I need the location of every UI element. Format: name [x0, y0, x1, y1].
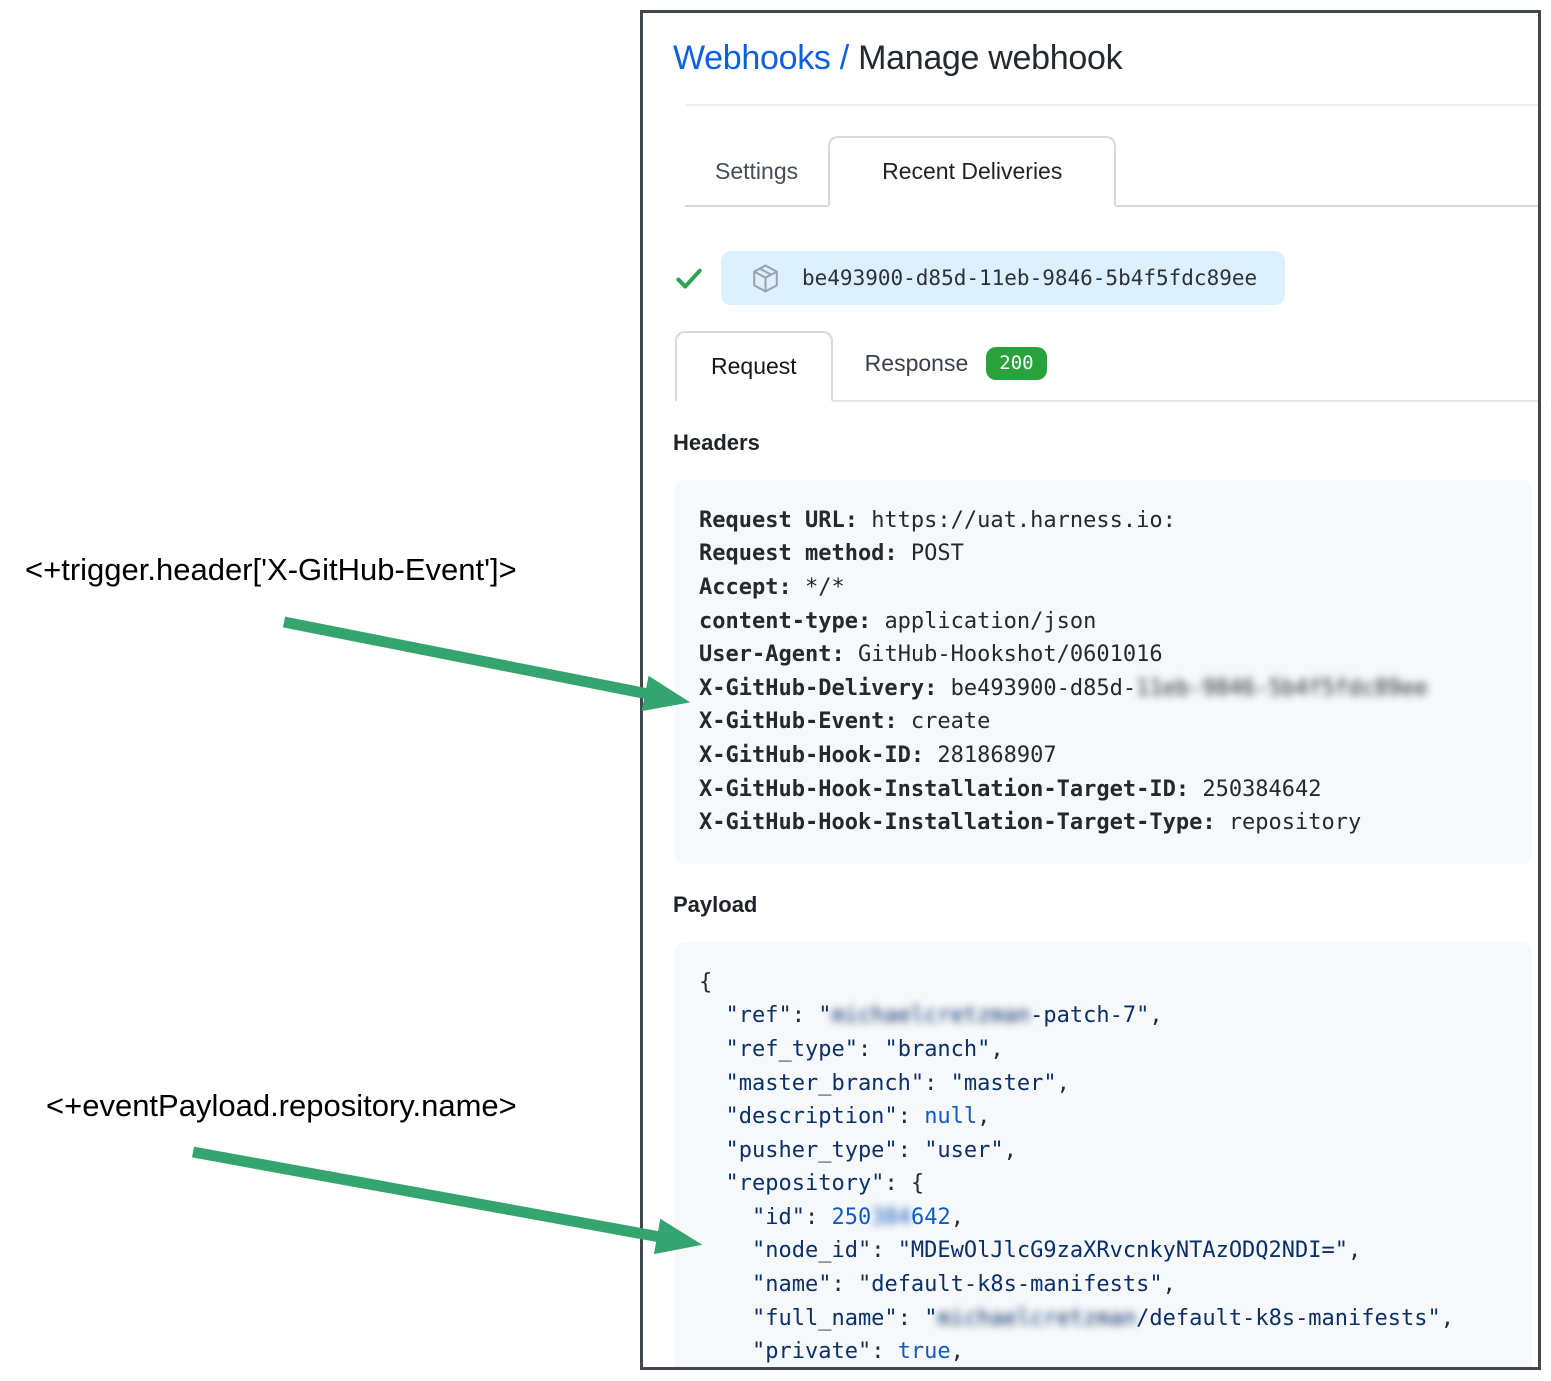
main-tabs: Settings Recent Deliveries: [685, 136, 1538, 207]
payload-line: {: [699, 969, 713, 995]
package-icon: [749, 262, 782, 295]
headers-box: Request URL: https://uat.harness.io: Requ…: [675, 479, 1532, 864]
delivery-guid: be493900-d85d-11eb-9846-5b4f5fdc89ee: [802, 266, 1258, 290]
arrow-to-repository-name: [192, 1146, 703, 1255]
payload-line: "pusher_type": "user",: [699, 1137, 1017, 1163]
delivery-row: be493900-d85d-11eb-9846-5b4f5fdc89ee: [673, 251, 1508, 305]
payload-line: "name": "default-k8s-manifests",: [699, 1272, 1176, 1298]
breadcrumb-webhooks-link[interactable]: Webhooks: [673, 39, 831, 77]
header-row: X-GitHub-Hook-Installation-Target-ID: 25…: [699, 776, 1322, 802]
arrow-to-x-github-event: [282, 616, 691, 712]
header-row: User-Agent: GitHub-Hookshot/0601016: [699, 642, 1163, 668]
tab-response[interactable]: Response 200: [833, 327, 1079, 400]
headers-section-label: Headers: [673, 429, 760, 455]
payload-line: "id": 250384642,: [699, 1204, 964, 1230]
manage-webhook-panel: Webhooks / Manage webhook Settings Recen…: [640, 10, 1541, 1370]
tab-response-label: Response: [864, 349, 969, 376]
payload-line: "ref": "michaelcretzman-patch-7",: [699, 1003, 1163, 1029]
payload-section-label: Payload: [673, 891, 758, 917]
payload-line: "master_branch": "master",: [699, 1070, 1070, 1096]
header-row: Request method: POST: [699, 541, 964, 567]
header-row: content-type: application/json: [699, 608, 1097, 634]
breadcrumb-current: Manage webhook: [858, 39, 1123, 77]
title-divider: [685, 104, 1538, 106]
breadcrumb-separator: /: [830, 39, 859, 77]
header-row: Accept: */*: [699, 574, 845, 600]
annotation-trigger-header-expression: <+trigger.header['X-GitHub-Event']>: [25, 552, 517, 587]
payload-line: "node_id": "MDEwOlJlcG9zaXRvcnkyNTAzODQ2…: [699, 1238, 1362, 1264]
payload-line: "ref_type": "branch",: [699, 1036, 1004, 1062]
delivery-guid-pill[interactable]: be493900-d85d-11eb-9846-5b4f5fdc89ee: [721, 251, 1286, 305]
page-title: Webhooks / Manage webhook: [673, 39, 1508, 78]
success-check-icon: [673, 262, 705, 294]
payload-line: "description": null,: [699, 1104, 991, 1130]
tab-settings[interactable]: Settings: [715, 158, 799, 184]
tab-request[interactable]: Request: [675, 330, 833, 402]
payload-line: "full_name": "michaelcretzman/default-k8…: [699, 1305, 1455, 1331]
tab-recent-deliveries[interactable]: Recent Deliveries: [828, 136, 1117, 207]
response-status-badge: 200: [986, 347, 1047, 380]
header-row: X-GitHub-Event: create: [699, 709, 991, 735]
annotation-event-payload-expression: <+eventPayload.repository.name>: [46, 1088, 517, 1123]
payload-line: "owner": {: [699, 1369, 1508, 1370]
header-row: X-GitHub-Hook-ID: 281868907: [699, 742, 1057, 768]
request-response-tabs: Request Response 200: [675, 327, 1538, 402]
header-row: Request URL: https://uat.harness.io:: [699, 507, 1176, 533]
payload-line: "repository": {: [699, 1171, 925, 1197]
header-row: X-GitHub-Delivery: be493900-d85d-11eb-98…: [699, 675, 1428, 701]
payload-box: { "ref": "michaelcretzman-patch-7", "ref…: [675, 941, 1532, 1370]
header-row: X-GitHub-Hook-Installation-Target-Type: …: [699, 810, 1362, 836]
payload-line: "private": true,: [699, 1339, 964, 1365]
